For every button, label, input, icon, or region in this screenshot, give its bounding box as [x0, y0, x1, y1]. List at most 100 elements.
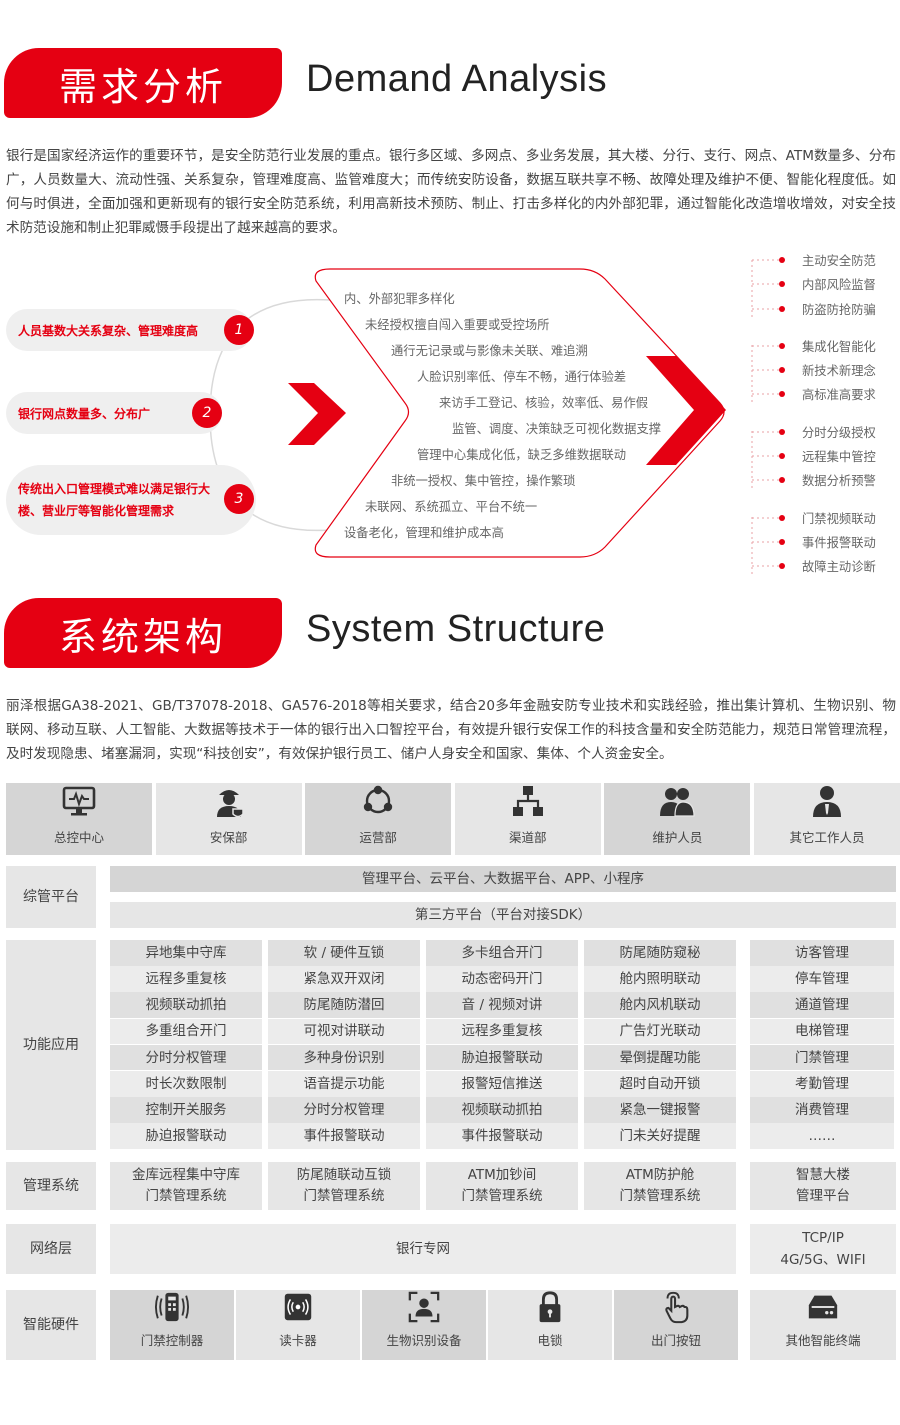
management-system-line: 金库远程集中守库 [132, 1167, 240, 1183]
function-item: 广告灯光联动 [584, 1018, 736, 1045]
function-item: 防尾随防窥秘 [584, 940, 736, 966]
controller-icon [155, 1290, 189, 1324]
function-item: 远程多重复核 [110, 966, 262, 992]
hardware-card: 电锁 [488, 1290, 612, 1360]
lock-icon [533, 1290, 567, 1324]
management-system-line: ATM防护舱 [625, 1167, 695, 1183]
demand-pain-4: 人脸识别率低、停车不畅，通行体验差 [417, 370, 627, 384]
demand-pain-2: 未经授权擅自闯入重要或受控场所 [365, 318, 550, 332]
goal-11: 事件报警联动 [802, 536, 876, 550]
hardware-card: 门禁控制器 [110, 1290, 234, 1360]
network-main: 银行专网 [110, 1224, 736, 1274]
function-item: 语音提示功能 [268, 1071, 420, 1097]
management-system: 智慧大楼管理平台 [750, 1162, 896, 1210]
role-card: 安保部 [155, 783, 302, 855]
demand-paragraph: 银行是国家经济运作的重要环节，是安全防范行业发展的重点。银行多区域、多网点、多业… [6, 148, 896, 236]
role-card: 维护人员 [604, 783, 751, 855]
function-item: 门禁管理 [750, 1044, 894, 1071]
management-system: ATM防护舱门禁管理系统 [584, 1162, 736, 1210]
function-item: 考勤管理 [750, 1071, 894, 1097]
platform-row-2: 第三方平台（平台对接SDK） [110, 902, 896, 928]
network-label: 网络层 [6, 1224, 96, 1274]
functions-label: 功能应用 [6, 940, 96, 1150]
function-item: 事件报警联动 [268, 1123, 420, 1150]
goal-dot [779, 257, 785, 263]
org-chart-icon [510, 783, 546, 819]
function-item: 紧急一键报警 [584, 1097, 736, 1123]
goal-dot [779, 367, 785, 373]
role-card: 运营部 [305, 783, 452, 855]
role-label: 渠道部 [509, 830, 547, 845]
demand-pain-7: 管理中心集成化低，缺乏多维数据联动 [417, 448, 627, 462]
goal-dot [779, 453, 785, 459]
function-item: 晕倒提醒功能 [584, 1044, 736, 1071]
hardware-label: 读卡器 [279, 1333, 317, 1348]
structure-title-en: System Structure [306, 608, 606, 650]
goal-dot [779, 429, 785, 435]
function-item: 多种身份识别 [268, 1044, 420, 1071]
hardware-label: 电锁 [537, 1333, 563, 1348]
role-label: 安保部 [209, 830, 248, 845]
hardware-label: 其他智能终端 [785, 1333, 861, 1348]
management-system-line: 防尾随联动互锁 [296, 1167, 392, 1183]
management-system-line: 门禁管理系统 [145, 1188, 227, 1204]
goal-dot [779, 477, 785, 483]
function-item: 分时分权管理 [268, 1097, 420, 1123]
demand-issue-3: 传统出入口管理模式难以满足银行大楼、营业厅等智能化管理需求 [6, 465, 256, 535]
goal-1: 主动安全防范 [802, 254, 876, 268]
goal-8: 远程集中管控 [802, 450, 876, 464]
platform-label: 综管平台 [6, 866, 96, 928]
demand-diagram [209, 259, 780, 574]
goal-9: 数据分析预警 [802, 474, 876, 488]
goal-dot [779, 563, 785, 569]
function-item: 远程多重复核 [426, 1018, 578, 1045]
structure-title-cn: 系统架构 [4, 598, 282, 668]
management-system-line: ATM加钞间 [467, 1167, 537, 1183]
goal-6: 高标准高要求 [802, 388, 876, 402]
function-item: 报警短信推送 [426, 1071, 578, 1097]
goal-4: 集成化智能化 [802, 340, 876, 354]
demand-issue-3-text: 传统出入口管理模式难以满足银行大楼、营业厅等智能化管理需求 [18, 482, 211, 518]
function-item: 音 / 视频对讲 [426, 992, 578, 1019]
function-item: 动态密码开门 [426, 966, 578, 992]
goal-10: 门禁视频联动 [802, 512, 876, 526]
demand-issue-2-text: 银行网点数量多、分布广 [18, 406, 151, 421]
goal-2: 内部风险监督 [802, 278, 876, 292]
function-item: 舱内风机联动 [584, 992, 736, 1019]
demand-pain-5: 来访手工登记、核验，效率低、易作假 [439, 396, 649, 410]
function-item: 通道管理 [750, 992, 894, 1019]
function-item: 异地集中守库 [110, 940, 262, 966]
hardware-label: 智能硬件 [6, 1290, 96, 1360]
person-icon [809, 783, 845, 819]
function-item: 分时分权管理 [110, 1044, 262, 1071]
management-system-line: 门禁管理系统 [303, 1188, 385, 1204]
hardware-card: 出门按钮 [614, 1290, 738, 1360]
function-item: 超时自动开锁 [584, 1071, 736, 1097]
function-item: 多卡组合开门 [426, 940, 578, 966]
demand-issue-3-num: 3 [224, 484, 254, 514]
structure-paragraph: 丽泽根据GA38-2021、GB/T37078-2018、GA576-2018等… [6, 698, 896, 762]
role-card: 渠道部 [454, 783, 601, 855]
monitor-icon [61, 783, 97, 819]
demand-header: 需求分析 Demand Analysis [0, 48, 900, 118]
management-label: 管理系统 [6, 1162, 96, 1210]
role-card: 其它工作人员 [754, 783, 900, 855]
demand-pain-9: 未联网、系统孤立、平台不统一 [365, 500, 538, 514]
demand-issue-1-text: 人员基数大关系复杂、管理难度高 [18, 323, 199, 338]
goal-dot [779, 515, 785, 521]
hardware-card: 其他智能终端 [750, 1290, 896, 1360]
function-item: 舱内照明联动 [584, 966, 736, 992]
network-nodes-icon [360, 783, 396, 819]
goal-12: 故障主动诊断 [802, 560, 876, 574]
demand-pain-3: 通行无记录或与影像未关联、难追溯 [391, 344, 588, 358]
function-item: 消费管理 [750, 1097, 894, 1123]
goal-dot [779, 281, 785, 287]
role-label: 维护人员 [652, 830, 703, 845]
face-scan-icon [407, 1290, 441, 1324]
management-system-line: 管理平台 [796, 1188, 850, 1204]
management-system-line: 门禁管理系统 [619, 1188, 701, 1204]
network-side-line-1: TCP/IP [802, 1230, 844, 1246]
people-icon [659, 783, 695, 819]
demand-issue-1: 人员基数大关系复杂、管理难度高 [6, 309, 252, 351]
function-item: 门未关好提醒 [584, 1123, 736, 1150]
